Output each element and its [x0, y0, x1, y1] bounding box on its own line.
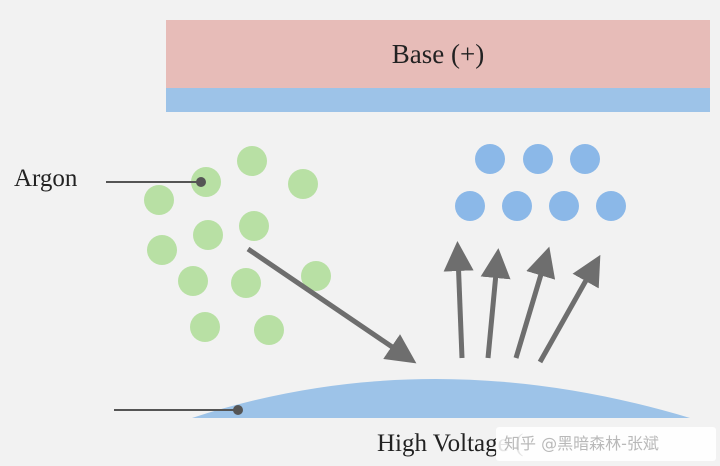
ejected-atom-arrows: [443, 241, 601, 364]
sputtered-particle: [475, 144, 505, 174]
base-electrode-body: [166, 20, 710, 88]
ejected-arrow: [443, 241, 474, 359]
sputtered-particle: [455, 191, 485, 221]
argon-particle: [288, 169, 318, 199]
argon-particles: [144, 146, 331, 345]
argon-particle: [254, 315, 284, 345]
target-cathode: [192, 379, 690, 418]
watermark: 知乎 @黑暗森林-张斌: [496, 427, 716, 461]
target-pointer: [114, 405, 243, 415]
argon-particle: [237, 146, 267, 176]
argon-pointer: [106, 177, 206, 187]
ejected-arrow: [480, 248, 511, 359]
base-electrode: Base (+): [166, 20, 710, 112]
sputtered-particle: [549, 191, 579, 221]
base-electrode-strip: [166, 88, 710, 112]
ejected-arrow: [537, 254, 601, 364]
ejected-arrow: [513, 246, 556, 359]
argon-particle: [144, 185, 174, 215]
argon-particle: [178, 266, 208, 296]
sputtered-particle: [502, 191, 532, 221]
sputtered-particle: [523, 144, 553, 174]
argon-particle: [190, 312, 220, 342]
sputtered-particle: [596, 191, 626, 221]
incoming-ion-arrow: [246, 246, 417, 364]
sputtered-particle: [570, 144, 600, 174]
base-label: Base (+): [391, 39, 485, 69]
argon-particle: [193, 220, 223, 250]
argon-particle: [301, 261, 331, 291]
argon-particle: [147, 235, 177, 265]
argon-particle: [231, 268, 261, 298]
argon-label: Argon: [14, 165, 78, 192]
argon-particle: [239, 211, 269, 241]
sputtered-particles: [455, 144, 626, 221]
